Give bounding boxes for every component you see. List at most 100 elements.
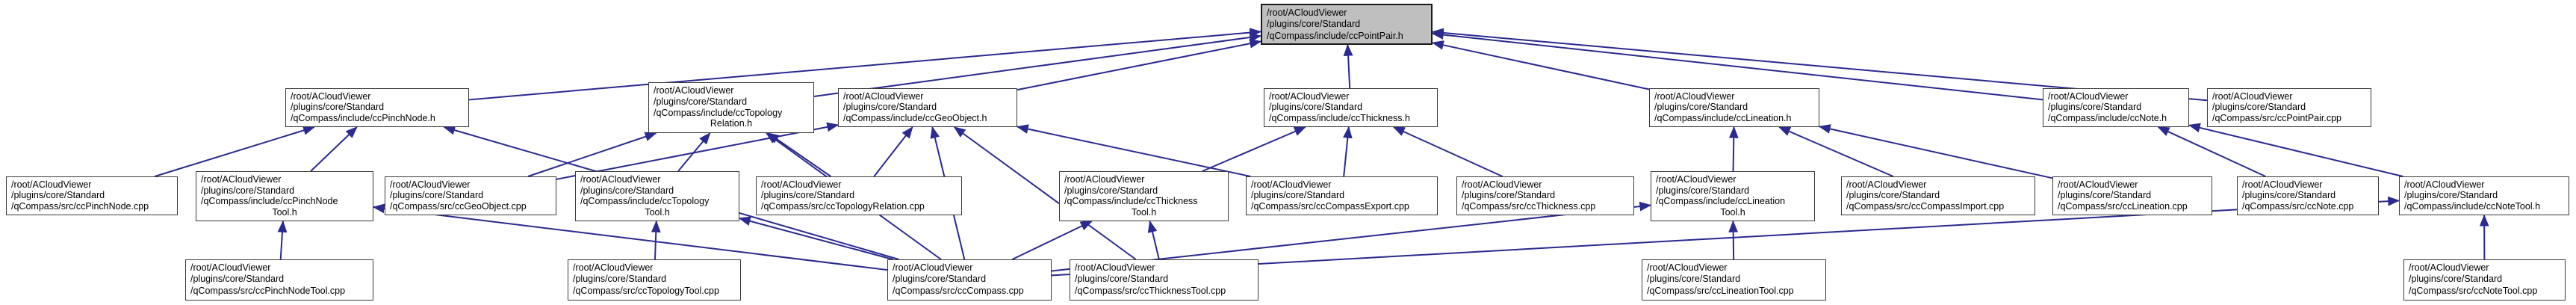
graph-node-notetool_cpp[interactable]: /root/ACloudViewer/plugins/core/Standard… [2403, 259, 2566, 301]
include-edge-thicknesstool_cpp-to-thicknesstool_h [1147, 220, 1160, 260]
node-label-line: /root/ACloudViewer [1846, 179, 1927, 190]
node-label-line: /root/ACloudViewer [1462, 179, 1542, 190]
node-label-line: /root/ACloudViewer [2048, 91, 2129, 102]
node-label-line: /root/ACloudViewer [2212, 91, 2293, 102]
include-edge-compass_cpp-to-pinchnodetool_h [372, 203, 888, 271]
node-label-line: /qCompass/src/ccCompassImport.cpp [1846, 200, 2005, 212]
node-label-line: /qCompass/src/ccPointPair.cpp [2212, 112, 2341, 123]
node-label-line: /plugins/core/Standard [1656, 185, 1750, 196]
node-label-line: /root/ACloudViewer [201, 174, 282, 185]
graph-node-thickness_cpp[interactable]: /root/ACloudViewer/plugins/core/Standard… [1456, 176, 1634, 215]
graph-node-topologyrelation_cpp[interactable]: /root/ACloudViewer/plugins/core/Standard… [756, 176, 962, 215]
node-label-line: /root/ACloudViewer [654, 85, 734, 96]
node-label-line: /qCompass/src/ccCompass.cpp [893, 285, 1024, 296]
node-label-line: /qCompass/src/ccLineationTool.cpp [1647, 285, 1794, 296]
include-edge-note_h-to-pointpair_h [1431, 30, 2043, 101]
graph-node-pinchnode_h[interactable]: /root/ACloudViewer/plugins/core/Standard… [285, 88, 469, 127]
graph-node-pinchnodetool_h[interactable]: /root/ACloudViewer/plugins/core/Standard… [196, 171, 373, 221]
node-label-line: /qCompass/include/ccThickness [1064, 196, 1198, 206]
include-edge-compass_cpp-to-thicknesstool_h [1011, 221, 1093, 260]
node-label-line: /root/ACloudViewer [580, 174, 661, 185]
node-label-line: /root/ACloudViewer [893, 262, 973, 273]
graph-node-note_h[interactable]: /root/ACloudViewer/plugins/core/Standard… [2043, 88, 2189, 127]
graph-node-lineation_h[interactable]: /root/ACloudViewer/plugins/core/Standard… [1649, 88, 1819, 127]
node-label-line: /plugins/core/Standard [1647, 274, 1741, 285]
node-label-line: Relation.h [710, 118, 753, 129]
graph-node-topologytool_cpp[interactable]: /root/ACloudViewer/plugins/core/Standard… [568, 259, 741, 301]
graph-node-lineationtool_cpp[interactable]: /root/ACloudViewer/plugins/core/Standard… [1642, 259, 1826, 301]
include-edge-pinchnodetool_h-to-pinchnode_h [310, 126, 358, 172]
graph-node-thicknesstool_h[interactable]: /root/ACloudViewer/plugins/core/Standard… [1059, 171, 1229, 221]
graph-node-pinchnode_cpp[interactable]: /root/ACloudViewer/plugins/core/Standard… [6, 176, 178, 215]
node-label-line: /qCompass/src/ccThickness.cpp [1462, 200, 1596, 212]
node-label-line: /root/ACloudViewer [573, 262, 654, 273]
include-edge-geoobject_cpp-to-topologyrelation_h [527, 132, 657, 177]
graph-node-topologyrelation_h[interactable]: /root/ACloudViewer/plugins/core/Standard… [648, 82, 814, 133]
node-label-line: /qCompass/include/ccTopology [580, 196, 710, 206]
node-label-line: /root/ACloudViewer [843, 91, 924, 102]
node-label-line: /plugins/core/Standard [2404, 190, 2498, 201]
node-label-line: /plugins/core/Standard [843, 102, 937, 113]
include-edge-topologytool_cpp-to-topologytool_h [651, 220, 661, 260]
include-edge-pinchnode_h-to-pointpair_h [468, 28, 1262, 101]
node-label-line: /qCompass/include/ccNote.h [2048, 112, 2167, 123]
node-label-line: /root/ACloudViewer [1251, 179, 1332, 190]
graph-node-compassexport_cpp[interactable]: /root/ACloudViewer/plugins/core/Standard… [1246, 176, 1438, 215]
graph-node-pointpair_cpp[interactable]: /root/ACloudViewer/plugins/core/Standard… [2207, 88, 2371, 127]
node-label-line: /root/ACloudViewer [291, 91, 371, 102]
node-label-line: /qCompass/include/ccThickness.h [1269, 112, 1410, 123]
graph-node-notetool_h[interactable]: /root/ACloudViewer/plugins/core/Standard… [2399, 176, 2569, 215]
node-label-line: Tool.h [1720, 206, 1745, 218]
graph-node-pinchnodetool_cpp[interactable]: /root/ACloudViewer/plugins/core/Standard… [185, 259, 373, 301]
graph-node-geoobject_cpp[interactable]: /root/ACloudViewer/plugins/core/Standard… [385, 176, 556, 215]
node-label-line: /qCompass/src/ccCompassExport.cpp [1251, 200, 1409, 212]
node-label-line: /plugins/core/Standard [573, 274, 667, 285]
graph-node-pointpair_h[interactable]: /root/ACloudViewer/plugins/core/Standard… [1261, 4, 1433, 45]
node-label-line: /plugins/core/Standard [201, 185, 295, 196]
node-label-line: /plugins/core/Standard [1075, 274, 1169, 285]
node-label-line: /plugins/core/Standard [2058, 190, 2152, 201]
graph-node-thicknesstool_cpp[interactable]: /root/ACloudViewer/plugins/core/Standard… [1070, 259, 1258, 301]
graph-node-topologytool_h[interactable]: /root/ACloudViewer/plugins/core/Standard… [575, 171, 739, 221]
node-label-line: /plugins/core/Standard [1064, 185, 1158, 196]
graph-node-thickness_h[interactable]: /root/ACloudViewer/plugins/core/Standard… [1264, 88, 1438, 127]
include-edge-topologyrelation_h-to-pointpair_h [813, 32, 1262, 97]
node-label-line: /root/ACloudViewer [761, 179, 842, 190]
node-label-line: /root/ACloudViewer [1267, 7, 1347, 18]
node-label-line: /qCompass/src/ccTopologyTool.cpp [573, 285, 719, 296]
node-label-line: /plugins/core/Standard [1251, 190, 1345, 201]
include-edge-lineation_cpp-to-lineation_h [1818, 124, 2053, 179]
include-edge-compassexport_cpp-to-thickness_h [1342, 126, 1353, 177]
node-label-line: /plugins/core/Standard [2409, 274, 2503, 285]
node-label-line: /root/ACloudViewer [11, 179, 92, 190]
graph-node-compassimport_cpp[interactable]: /root/ACloudViewer/plugins/core/Standard… [1841, 176, 2035, 215]
node-label-line: /qCompass/include/ccGeoObject.h [843, 112, 987, 123]
node-label-line: /plugins/core/Standard [2212, 102, 2306, 113]
node-label-line: /qCompass/src/ccThicknessTool.cpp [1075, 285, 1226, 296]
node-label-line: /plugins/core/Standard [1654, 102, 1748, 113]
node-label-line: /qCompass/include/ccPinchNode.h [291, 112, 435, 123]
include-edge-note_cpp-to-note_h [2157, 126, 2266, 177]
include-edge-thickness_cpp-to-thickness_h [1392, 126, 1503, 177]
graph-node-lineation_cpp[interactable]: /root/ACloudViewer/plugins/core/Standard… [2052, 176, 2212, 215]
graph-node-lineationtool_h[interactable]: /root/ACloudViewer/plugins/core/Standard… [1651, 171, 1815, 221]
node-label-line: /qCompass/include/ccPointPair.h [1267, 30, 1403, 41]
include-edge-lineationtool_cpp-to-lineationtool_h [1728, 220, 1739, 260]
node-label-line: /plugins/core/Standard [2242, 190, 2336, 201]
node-label-line: /root/ACloudViewer [2058, 179, 2138, 190]
include-edge-geoobject_h-to-pointpair_h [1017, 38, 1262, 91]
node-label-line: /root/ACloudViewer [1654, 91, 1735, 102]
node-label-line: /plugins/core/Standard [1462, 190, 1556, 201]
node-label-line: /plugins/core/Standard [190, 274, 285, 285]
node-label-line: Tool.h [1131, 206, 1157, 218]
include-edge-thicknesstool_cpp-to-geoobject_h [953, 126, 1137, 260]
graph-node-compass_cpp[interactable]: /root/ACloudViewer/plugins/core/Standard… [887, 259, 1052, 301]
node-label-line: /plugins/core/Standard [893, 274, 987, 285]
node-label-line: /root/ACloudViewer [1647, 262, 1728, 273]
node-label-line: /plugins/core/Standard [390, 190, 484, 201]
graph-node-note_cpp[interactable]: /root/ACloudViewer/plugins/core/Standard… [2237, 176, 2379, 215]
graph-node-geoobject_h[interactable]: /root/ACloudViewer/plugins/core/Standard… [838, 88, 1017, 127]
node-label-line: /plugins/core/Standard [2048, 102, 2142, 113]
node-label-line: /qCompass/src/ccGeoObject.cpp [390, 200, 527, 212]
include-edge-geoobject_cpp-to-geoobject_h [556, 122, 839, 180]
